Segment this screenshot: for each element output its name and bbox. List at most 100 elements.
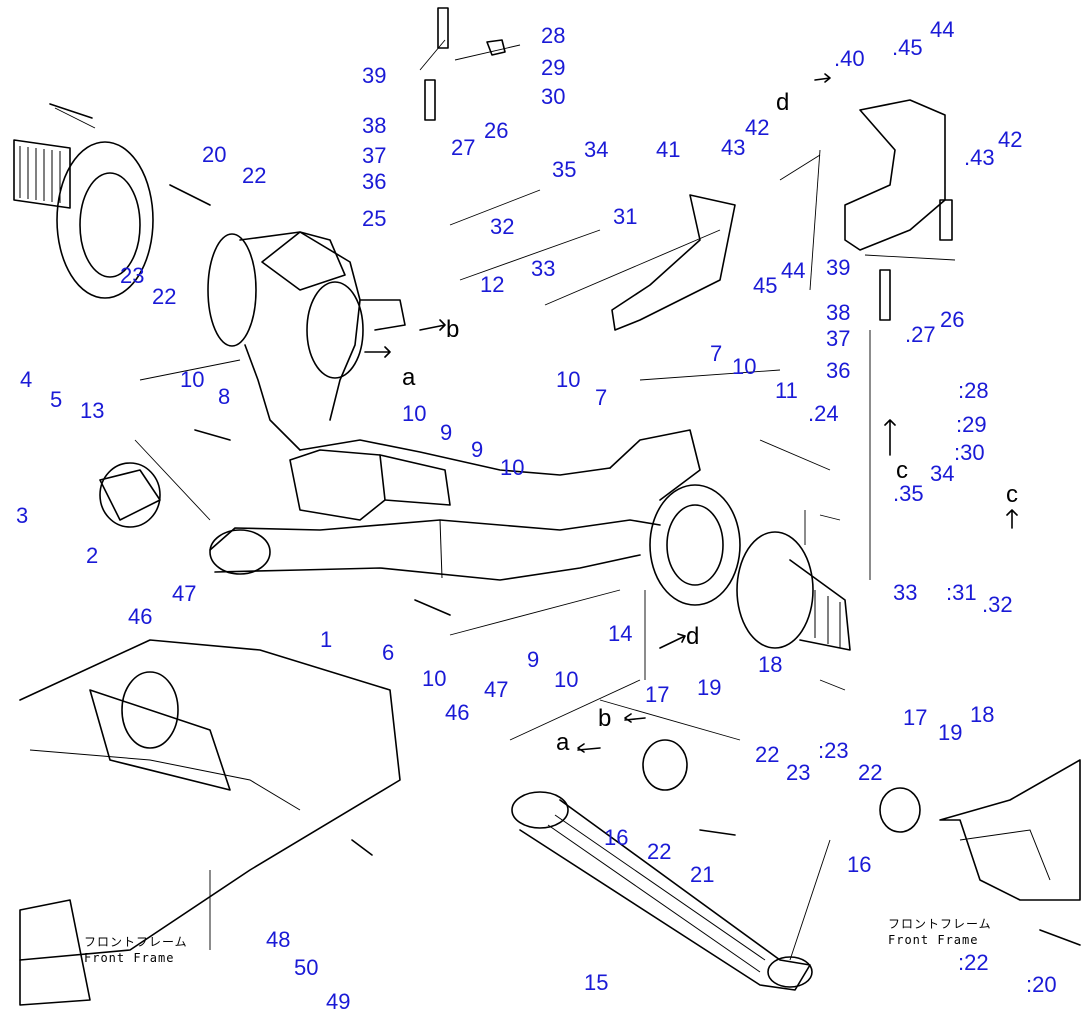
callout-18: 18 — [758, 652, 782, 677]
callout-45: .45 — [892, 35, 923, 60]
callout-5: 5 — [50, 387, 62, 412]
axle-housing — [207, 231, 741, 606]
front-frame-caption-en: Front Frame — [888, 933, 978, 947]
callout-39: 39 — [826, 255, 850, 280]
callout-10: 10 — [554, 667, 578, 692]
callout-33: 33 — [531, 256, 555, 281]
callout-37: 37 — [826, 326, 850, 351]
callout-3: 3 — [16, 503, 28, 528]
callout-4: 4 — [20, 367, 32, 392]
callout-29: 29 — [541, 55, 565, 80]
callout-37: 37 — [362, 143, 386, 168]
callout-19: 19 — [697, 675, 721, 700]
callout-23: 23 — [786, 760, 810, 785]
callout-23: :23 — [818, 738, 849, 763]
callout-31: 31 — [613, 204, 637, 229]
ref-letter-c: c — [1006, 481, 1018, 508]
front-frame-right — [939, 759, 1081, 901]
hardware-bolts — [169, 7, 1081, 946]
callout-18: 18 — [970, 702, 994, 727]
leader-lines — [134, 39, 956, 741]
front-frame-caption-en: Front Frame — [84, 951, 174, 965]
callout-41: 41 — [656, 137, 680, 162]
callout-36: 36 — [826, 358, 850, 383]
front-frame-caption-jp: フロントフレーム — [84, 935, 188, 949]
callout-47: 47 — [484, 677, 508, 702]
callout-6: 6 — [382, 640, 394, 665]
callout-2: 2 — [86, 543, 98, 568]
callout-35: 35 — [552, 157, 576, 182]
callout-48: 48 — [266, 927, 290, 952]
callout-27: .27 — [905, 322, 936, 347]
callout-44: 44 — [930, 17, 954, 42]
ref-letter-d: d — [686, 623, 699, 650]
callout-14: 14 — [608, 621, 632, 646]
callout-17: 17 — [645, 682, 669, 707]
front-frame-left — [19, 639, 401, 1006]
callout-9: 9 — [527, 647, 539, 672]
callout-30: 30 — [541, 84, 565, 109]
callout-9: 9 — [440, 420, 452, 445]
callout-10: 10 — [422, 666, 446, 691]
line-art — [13, 7, 1081, 1006]
callout-22: 22 — [755, 742, 779, 767]
callout-38: 38 — [362, 113, 386, 138]
callout-7: 7 — [595, 385, 607, 410]
callout-34: 34 — [584, 137, 608, 162]
callout-46: 46 — [445, 700, 469, 725]
callout-40: .40 — [834, 46, 865, 71]
callout-20: :20 — [1026, 972, 1057, 997]
callout-24: .24 — [808, 401, 839, 426]
callout-10: 10 — [732, 354, 756, 379]
rubber-mounts — [99, 462, 921, 833]
right-brackets — [611, 99, 946, 331]
callout-20: 20 — [202, 142, 226, 167]
callout-22: 22 — [647, 839, 671, 864]
reference-arrows — [364, 73, 1018, 753]
callout-34: 34 — [930, 461, 954, 486]
callout-43: .43 — [964, 145, 995, 170]
callout-10: 10 — [500, 455, 524, 480]
callout-13: 13 — [80, 398, 104, 423]
letter-references: a a b b c c d d — [402, 89, 1018, 756]
callout-32: 32 — [490, 214, 514, 239]
ref-letter-c: c — [896, 457, 908, 484]
callout-44: 44 — [781, 258, 805, 283]
callout-43: 43 — [721, 135, 745, 160]
callout-10: 10 — [180, 367, 204, 392]
callout-10: 10 — [402, 401, 426, 426]
callout-23: 23 — [120, 263, 144, 288]
ref-letter-d: d — [776, 89, 789, 116]
callout-31: :31 — [946, 580, 977, 605]
lower-swing-arm — [511, 791, 831, 991]
callout-30: :30 — [954, 440, 985, 465]
callout-39: 39 — [362, 63, 386, 88]
callout-45: 45 — [753, 273, 777, 298]
callout-8: 8 — [218, 384, 230, 409]
callout-16: 16 — [847, 852, 871, 877]
callout-26: 26 — [940, 307, 964, 332]
callout-7: 7 — [710, 341, 722, 366]
ref-letter-a: a — [402, 364, 416, 391]
callout-21: 21 — [690, 862, 714, 887]
ref-letter-a: a — [556, 729, 570, 756]
callout-28: 28 — [541, 23, 565, 48]
rear-support-beam — [209, 519, 661, 581]
front-frame-captions: フロントフレーム Front Frame フロントフレーム Front Fram… — [84, 917, 991, 965]
callout-22: 22 — [152, 284, 176, 309]
callout-35: .35 — [893, 481, 924, 506]
callout-32: .32 — [982, 592, 1013, 617]
callout-42: 42 — [745, 115, 769, 140]
ref-letter-b: b — [446, 316, 459, 343]
callout-12: 12 — [480, 272, 504, 297]
part-callouts: 1 2 3 4 5 6 7 7 8 9 9 9 10 10 10 10 10 1… — [16, 17, 1057, 1014]
callout-49: 49 — [326, 989, 350, 1014]
callout-50: 50 — [294, 955, 318, 980]
callout-22: 22 — [858, 760, 882, 785]
callout-19: 19 — [938, 720, 962, 745]
callout-22: :22 — [958, 950, 989, 975]
left-axle-flange — [13, 103, 154, 299]
callout-22: 22 — [242, 163, 266, 188]
